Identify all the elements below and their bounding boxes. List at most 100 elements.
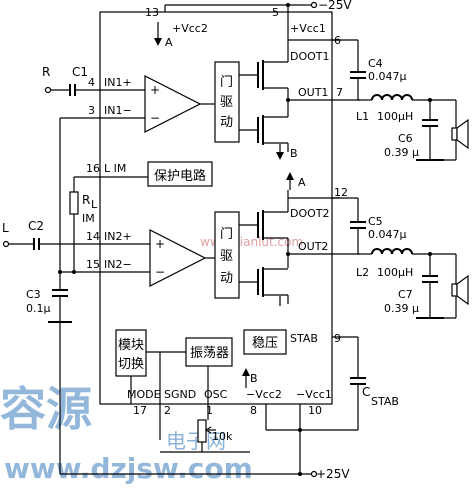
watermark-small: 电子网 [166, 429, 226, 453]
svg-text:−: − [150, 111, 160, 125]
svg-text:15: 15 [86, 258, 100, 271]
svg-text:C4: C4 [368, 57, 383, 70]
plus25v-terminal [310, 470, 318, 478]
svg-text:1: 1 [206, 404, 213, 417]
c1-label: C1 [72, 65, 88, 79]
svg-text:−Vcc2: −Vcc2 [246, 388, 282, 401]
svg-text:3: 3 [88, 104, 95, 117]
svg-text:IM: IM [82, 212, 95, 225]
svg-text:−Vcc1: −Vcc1 [296, 388, 332, 401]
svg-text:−: − [155, 265, 165, 279]
svg-text:IN1+: IN1+ [104, 76, 132, 89]
svg-text:2: 2 [164, 404, 171, 417]
svg-text:L: L [91, 198, 98, 211]
svg-text:L IM: L IM [104, 162, 126, 175]
svg-text:14: 14 [86, 230, 100, 243]
speaker-2-icon [451, 254, 469, 318]
mode-switch-label: 模块 [118, 338, 144, 353]
svg-text:10: 10 [308, 404, 322, 417]
svg-text:100μH: 100μH [377, 110, 413, 123]
ic-outline [99, 11, 333, 405]
svg-text:4: 4 [88, 76, 95, 89]
mode-switch-block [115, 329, 147, 377]
svg-text:17: 17 [133, 404, 147, 417]
svg-text:B: B [290, 147, 298, 160]
svg-text:R: R [82, 193, 90, 207]
svg-text:+Vcc1: +Vcc1 [290, 22, 326, 35]
input-l-label: L [2, 221, 9, 235]
gate-driver-2-label: 门 [220, 227, 233, 242]
svg-text:0.39 μ: 0.39 μ [384, 302, 419, 315]
svg-text:+: + [150, 83, 160, 97]
svg-text:C7: C7 [398, 288, 413, 301]
svg-text:0.39 μ: 0.39 μ [384, 146, 419, 159]
gate-driver-2 [214, 211, 240, 299]
svg-text:DOOT1: DOOT1 [290, 50, 330, 63]
opamp-1 [144, 75, 202, 133]
speaker-1-icon [451, 100, 469, 160]
svg-text:C5: C5 [368, 215, 383, 228]
svg-text:8: 8 [250, 404, 257, 417]
minus25v-label: −25V [318, 0, 352, 12]
svg-text:C6: C6 [398, 132, 413, 145]
output-stage-2 [239, 190, 360, 304]
svg-text:16: 16 [86, 162, 100, 175]
regulator-label: 稳压 [252, 335, 278, 351]
svg-text:C: C [362, 385, 370, 399]
svg-text:+: + [155, 237, 165, 251]
protection-circuit-block [147, 161, 213, 187]
svg-text:IN1−: IN1− [104, 104, 132, 117]
svg-text:B: B [250, 372, 258, 385]
svg-text:切换: 切换 [118, 357, 144, 372]
plus25v-label: +25V [316, 467, 350, 481]
svg-text:OUT2: OUT2 [298, 240, 328, 253]
svg-text:9: 9 [334, 332, 341, 345]
pot-10k-resistor [197, 419, 207, 443]
svg-text:C3: C3 [26, 288, 41, 301]
svg-text:0.047μ: 0.047μ [368, 228, 407, 241]
output-stage-1 [239, 12, 360, 152]
svg-text:驱: 驱 [220, 95, 233, 110]
svg-text:IN2+: IN2+ [104, 230, 132, 243]
svg-text:动: 动 [220, 115, 233, 130]
input-r-label: R [42, 65, 50, 79]
protection-circuit-label: 保护电路 [154, 168, 206, 184]
svg-text:+Vcc2: +Vcc2 [172, 22, 208, 35]
l2-inductor [371, 248, 413, 255]
svg-text:5: 5 [272, 6, 279, 19]
svg-text:IN2−: IN2− [104, 258, 132, 271]
svg-text:驱: 驱 [220, 249, 233, 264]
svg-text:0.047μ: 0.047μ [368, 70, 407, 83]
c2-label: C2 [28, 219, 44, 233]
minus25v-terminal [310, 1, 318, 9]
svg-text:STAB: STAB [371, 395, 399, 408]
gate-driver-1-label: 门 [220, 75, 233, 90]
svg-text:10k: 10k [212, 430, 233, 443]
regulator-block [243, 329, 287, 355]
svg-text:7: 7 [336, 86, 343, 99]
input-r-terminal [44, 86, 52, 94]
svg-text:MODE: MODE [127, 388, 161, 401]
svg-text:100μH: 100μH [377, 266, 413, 279]
svg-text:L2: L2 [356, 266, 369, 279]
svg-text:OUT1: OUT1 [298, 86, 328, 99]
svg-text:SGND: SGND [164, 388, 196, 401]
svg-text:0.1μ: 0.1μ [26, 302, 51, 315]
watermark-big: 容源 [0, 382, 92, 436]
svg-text:A: A [298, 176, 306, 189]
svg-text:L1: L1 [356, 110, 369, 123]
oscillator-label: 振荡器 [190, 346, 229, 361]
svg-text:STAB: STAB [290, 332, 318, 345]
l1-inductor [371, 94, 413, 101]
svg-text:12: 12 [334, 186, 348, 199]
r-lim-resistor [69, 191, 79, 215]
svg-text:动: 动 [220, 271, 233, 286]
opamp-2 [149, 229, 207, 287]
svg-text:OSC: OSC [204, 388, 228, 401]
svg-text:DOOT2: DOOT2 [290, 207, 330, 220]
svg-text:A: A [165, 36, 173, 49]
gate-driver-1 [214, 61, 240, 143]
watermark-url: www.dzjsw.com [4, 452, 253, 485]
